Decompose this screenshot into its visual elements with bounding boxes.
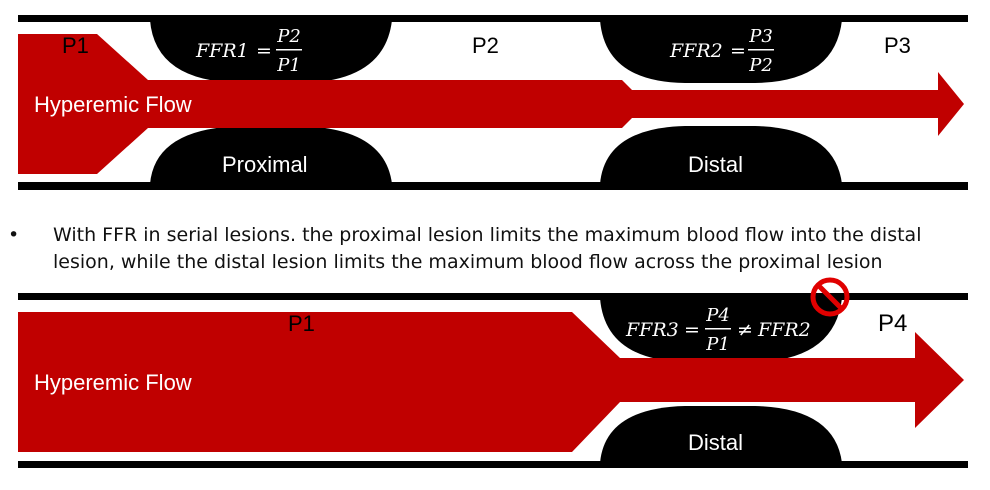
- distal-lesion-upper: [600, 20, 842, 83]
- distal-lesion-lower: [600, 126, 842, 184]
- bullet-dot: •: [8, 224, 20, 246]
- ffr3-numerator: P4: [705, 305, 730, 326]
- top-p1-label: P1: [62, 33, 89, 58]
- ffr1-formula: FFR1 = P2 P1: [195, 26, 302, 76]
- ffr3-lhs: FFR3: [625, 319, 679, 341]
- ffr2-formula: FFR2 = P3 P2: [669, 26, 774, 76]
- no-entry-icon: [810, 277, 850, 317]
- ffr2-fraction-bar: [748, 49, 774, 51]
- bottom-p4-label: P4: [878, 310, 907, 337]
- bottom-distal-lesion-lower: [600, 406, 842, 463]
- top-hyperemic-flow-arrow: [18, 34, 964, 174]
- bottom-distal-lesion-label: Distal: [688, 430, 743, 455]
- bottom-vessel-wall-upper: [18, 293, 968, 300]
- top-distal-lesion-label: Distal: [688, 152, 743, 177]
- ffr2-lhs: FFR2: [669, 40, 723, 62]
- top-p3-label: P3: [884, 33, 911, 58]
- ffr3-formula: FFR3 = P4 P1 ≠ FFR2: [625, 305, 811, 355]
- bullet-note: • With FFR in serial lesions. the proxim…: [8, 222, 978, 276]
- bullet-text: With FFR in serial lesions. the proximal…: [53, 222, 978, 276]
- bottom-p1-label: P1: [288, 311, 315, 336]
- proximal-lesion-lower: [150, 126, 392, 184]
- bottom-distal-lesion-upper: [600, 298, 842, 362]
- bottom-hyperemic-flow-arrow: [18, 312, 964, 452]
- ffr1-fraction-bar: [276, 49, 302, 51]
- ffr3-denominator: P1: [705, 334, 730, 355]
- bottom-flow-label: Hyperemic Flow: [34, 370, 192, 395]
- proximal-lesion-upper: [150, 20, 392, 83]
- ffr2-denominator: P2: [748, 55, 773, 76]
- top-vessel-wall-lower: [18, 182, 968, 190]
- ffr2-numerator: P3: [748, 26, 773, 47]
- bullet-line-1: With FFR in serial lesions. the proximal…: [53, 224, 922, 246]
- bottom-panel: P1 P4 Hyperemic Flow Distal FFR3 = P4 P1…: [18, 277, 968, 468]
- ffr1-numerator: P2: [276, 26, 301, 47]
- top-panel: P1 P2 P3 Hyperemic Flow Proximal Distal …: [18, 15, 968, 190]
- ffr2-equals: =: [730, 40, 746, 62]
- ffr3-not-equal: ≠: [737, 319, 753, 341]
- top-vessel-wall-upper: [18, 15, 968, 22]
- ffr1-lhs: FFR1: [195, 40, 249, 62]
- top-flow-label: Hyperemic Flow: [34, 92, 192, 117]
- bullet-line-2: lesion, while the distal lesion limits t…: [53, 251, 883, 273]
- proximal-lesion-label: Proximal: [222, 152, 308, 177]
- top-p2-label: P2: [472, 33, 499, 58]
- ffr3-rhs: FFR2: [757, 319, 811, 341]
- ffr1-equals: =: [256, 40, 272, 62]
- ffr3-equals: =: [684, 319, 700, 341]
- ffr1-denominator: P1: [276, 55, 301, 76]
- ffr3-fraction-bar: [705, 328, 731, 330]
- bottom-vessel-wall-lower: [18, 461, 968, 468]
